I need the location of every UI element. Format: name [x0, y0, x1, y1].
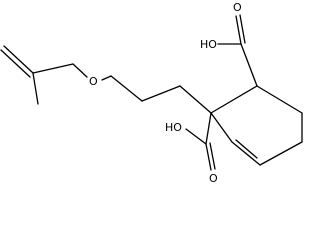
hydroxyl-label-bottom: HO: [165, 121, 182, 134]
bond-ring-c4-c5: [259, 141, 303, 166]
bond-alkene-double-a: [3, 45, 34, 74]
bond-carbonyl-top-b: [239, 14, 246, 44]
structure-canvas: O HO O HO O: [0, 1, 303, 185]
bond-chain-3: [110, 75, 143, 102]
bond-ch2-alkene-c: [32, 63, 74, 74]
bond-alkene-methyl: [32, 72, 39, 105]
carbonyl-oxygen-bottom: O: [209, 172, 218, 185]
molecule-drawing: O HO O HO O: [0, 1, 303, 185]
bond-ring-c5-c6-double: [235, 139, 258, 159]
bond-ring-c5-c6: [231, 141, 261, 166]
bond-chain-2: [141, 85, 181, 102]
bond-carbonyl-bottom-b: [209, 142, 216, 170]
hydroxyl-label-top: HO: [200, 38, 217, 51]
bond-ring-c2-c3: [256, 85, 303, 114]
bond-ether-o-ch2: [72, 63, 88, 78]
bond-alkene-double-b: [0, 49, 31, 78]
bond-c2-carboxyl-top: [240, 43, 258, 87]
carbonyl-oxygen-top: O: [233, 1, 242, 14]
bond-carbonyl-bottom-a: [205, 143, 212, 171]
bond-hydroxyl-bottom: [185, 128, 207, 145]
bond-ring-c1-c2: [210, 85, 258, 114]
ether-oxygen: O: [89, 75, 98, 88]
bond-carbonyl-top-a: [235, 15, 242, 45]
bond-c1-chain: [179, 85, 212, 114]
bond-ring-c6-c1: [210, 112, 233, 143]
bond-chain-to-ether-o: [101, 75, 112, 81]
bond-c1-carboxyl-bottom: [205, 112, 212, 145]
